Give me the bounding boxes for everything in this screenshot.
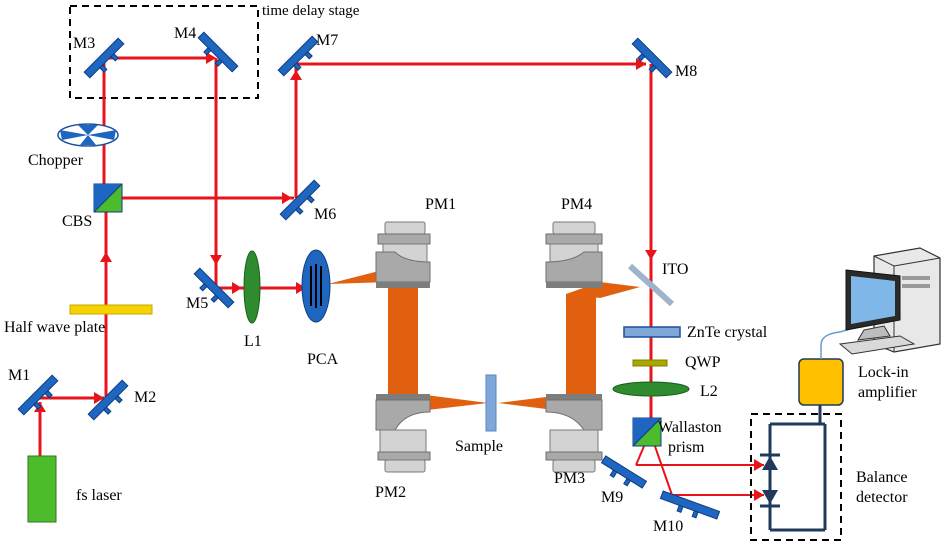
mirror-m10 [659,490,721,520]
sample-label: Sample [455,438,503,455]
l2-label: L2 [700,383,718,400]
mirror-m3 [83,37,125,79]
pm3-label: PM3 [554,470,585,487]
m2-label: M2 [134,389,156,406]
mirror-m1 [17,374,59,416]
chopper-label: Chopper [28,152,84,169]
wallaston-label-1: Wallaston [658,419,722,436]
half-wave-plate [69,304,153,315]
laser-beams [34,52,764,501]
cbs [93,183,123,213]
lockin-cable [820,325,861,359]
cbs-label: CBS [62,213,92,230]
m7-label: M7 [316,32,338,49]
wallaston-label-2: prism [668,439,705,456]
balance-label-1: Balance [856,469,908,486]
chopper [57,123,119,147]
parabolic-mirror-pm4 [545,221,603,288]
m10-label: M10 [653,518,683,535]
mirror-m2 [87,379,129,421]
qwp-label: QWP [685,354,721,371]
m9-label: M9 [601,489,623,506]
mirror-m8 [631,37,673,79]
lockin-label-2: amplifier [858,384,917,401]
thz-beam [328,272,640,412]
photodiode-bottom [760,490,780,508]
mirror-m4 [197,31,239,73]
qwp [632,359,668,367]
m1-label: M1 [8,367,30,384]
ito-label: ITO [662,261,688,278]
pm1-label: PM1 [425,196,456,213]
photodiode-top [760,453,780,470]
wallaston-prism [632,417,662,447]
mirror-m5 [193,267,235,309]
balance-detector-box [750,413,842,541]
mirror-m7 [277,35,319,77]
lens-l1 [243,250,261,324]
parabolic-mirror-pm1 [375,221,431,288]
znte-crystal [623,326,681,338]
half-wave-plate-label: Half wave plate [4,319,105,336]
pca [301,249,331,323]
sample [485,374,497,432]
time-delay-stage-label: time delay stage [262,3,360,19]
computer-icon [838,247,941,355]
pca-label: PCA [307,351,339,368]
mirror-m9 [600,455,648,489]
pm2-label: PM2 [375,484,406,501]
balance-detector [768,405,827,532]
m6-label: M6 [314,206,336,223]
m3-label: M3 [73,35,95,52]
m8-label: M8 [675,63,697,80]
parabolic-mirror-pm2 [375,394,431,473]
ito [627,263,675,307]
pm4-label: PM4 [561,196,592,213]
lockin-label-1: Lock-in [858,364,909,381]
lens-l2 [612,381,690,397]
l1-label: L1 [244,333,262,350]
balance-label-2: detector [856,489,908,506]
m5-label: M5 [186,295,208,312]
m4-label: M4 [174,25,196,42]
lockin-amplifier [798,358,844,406]
mirror-m6 [279,179,321,221]
time-delay-stage-box [69,5,259,99]
fs-laser [27,455,57,523]
parabolic-mirror-pm3 [545,394,603,473]
znte-label: ZnTe crystal [687,324,768,341]
fs-laser-label: fs laser [76,487,122,504]
